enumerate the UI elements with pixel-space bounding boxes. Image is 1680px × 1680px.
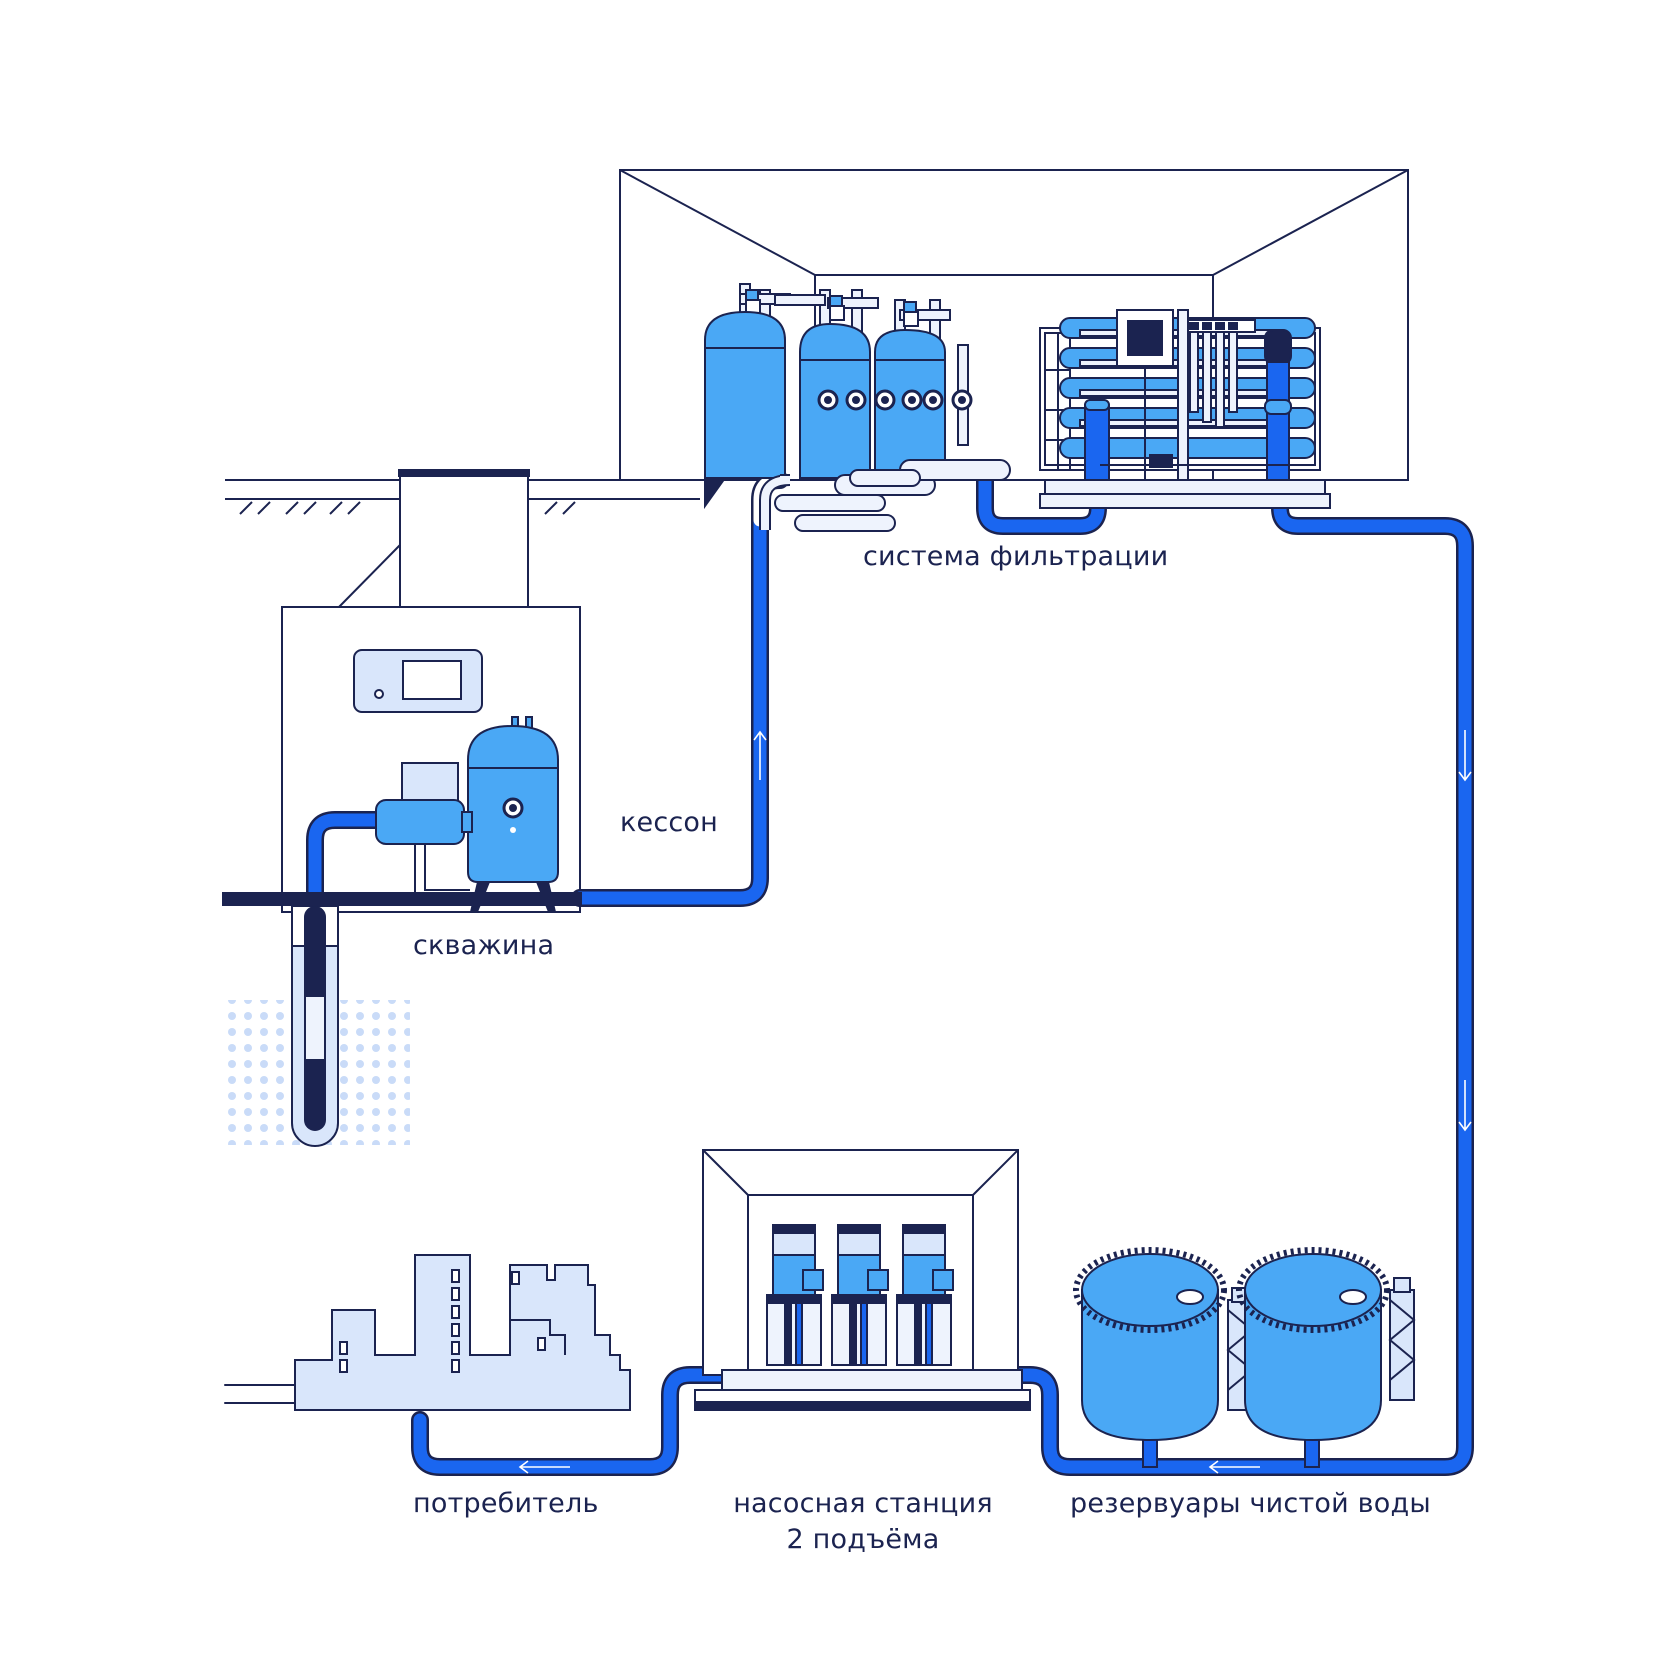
label-filtration-system: система фильтрации — [863, 541, 1169, 572]
well — [222, 892, 582, 1147]
pipes — [224, 469, 1474, 1476]
pressure-tank — [467, 716, 559, 913]
label-pump-station: насосная станция 2 подъёма — [713, 1486, 1013, 1558]
flow-arrows — [518, 730, 1472, 1474]
pump-station-building — [694, 1149, 1031, 1411]
caisson — [281, 469, 581, 913]
clean-water-reservoirs — [1073, 1247, 1416, 1468]
label-pump-station-line1: насосная станция — [733, 1488, 993, 1519]
label-well: скважина — [413, 930, 555, 961]
label-caisson: кессон — [620, 807, 718, 838]
pump-units — [766, 1224, 954, 1366]
label-pump-station-line2: 2 подъёма — [786, 1524, 940, 1555]
reverse-osmosis-unit — [1039, 309, 1331, 509]
caisson-pump — [375, 799, 473, 845]
filter-columns — [704, 283, 1011, 532]
label-reservoirs: резервуары чистой воды — [1070, 1488, 1431, 1519]
consumer-buildings — [294, 1254, 631, 1411]
label-consumer: потребитель — [413, 1488, 599, 1519]
